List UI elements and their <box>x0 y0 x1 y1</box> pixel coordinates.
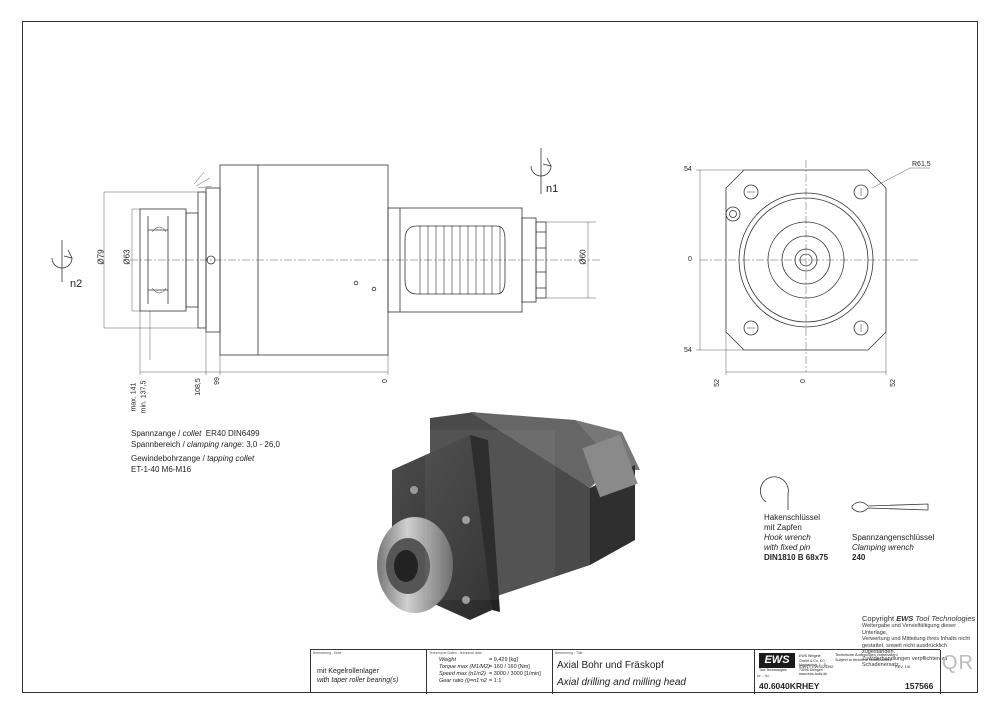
title-cell: Benennung - Title Axial Bohr und Fräskop… <box>553 650 755 694</box>
n2-label: n2 <box>70 278 83 290</box>
dim-d63: Ø63 <box>122 249 132 265</box>
front-dimensions <box>696 167 930 375</box>
spline-teeth <box>419 226 501 294</box>
company-address: EWS Weigele GmbH & Co. KG · Maybachstr. … <box>799 654 828 676</box>
copyright-notice: Copyright EWS Tool Technologies Weiterga… <box>862 614 976 668</box>
bolt-holes <box>743 184 869 336</box>
dim-108: 108,5 <box>194 378 202 396</box>
n1-rotation-symbol <box>530 148 552 194</box>
dim-54-bot: 54 <box>684 347 692 354</box>
ident-field: IDENT: EWS024392 <box>799 665 834 669</box>
drawing-frame <box>22 21 978 693</box>
qr-placeholder: QR <box>942 652 974 674</box>
dim-52-right: 52 <box>889 379 897 387</box>
dim-d79: Ø79 <box>96 249 106 265</box>
clamping-wrench-label: Spannzangenschlüssel Clamping wrench 240 <box>852 533 935 562</box>
remark-cell: Bemerkung - Note mit Kegelrollenlager wi… <box>311 650 427 694</box>
dim-min: min. 137,5 <box>140 380 148 414</box>
title-en: Axial drilling and milling head <box>557 677 686 688</box>
dim-0-x: 0 <box>799 379 807 383</box>
article-number: 157566 <box>905 681 934 691</box>
changes-note: Technische Änderungen vorbehalten! Subje… <box>835 653 898 662</box>
dim-54-top: 54 <box>684 166 692 173</box>
hook-wrench-label: Hakenschlüssel mit Zapfen Hook wrench wi… <box>764 513 829 562</box>
dim-0-mid: 0 <box>688 256 692 263</box>
wrench-icons <box>760 476 929 513</box>
n1-label: n1 <box>546 183 559 195</box>
n2-rotation-symbol <box>51 240 73 282</box>
tech-data-cell: Technische Daten - technical data Weight… <box>427 650 553 694</box>
company-cell: EWS Tool Technologies EWS Weigele GmbH &… <box>755 650 941 694</box>
dim-d60: Ø60 <box>578 249 588 265</box>
title-de: Axial Bohr und Fräskopf <box>557 660 664 671</box>
ews-logo: EWS <box>759 653 795 668</box>
hook-wrench-icon <box>760 476 789 510</box>
remark-en: with taper roller bearing(s) <box>317 677 399 684</box>
side-view <box>51 148 600 375</box>
dim-max: max. 141 <box>130 382 138 412</box>
tech-data: Weight= 9,429 [kg] Torque max (M1/M2)= 1… <box>439 657 541 684</box>
rev-field: REV. 1/8 <box>895 665 910 669</box>
dim-0-left: 0 <box>381 379 389 383</box>
clamping-wrench-icon <box>851 501 929 513</box>
iso-render <box>377 412 640 620</box>
part-number: 40.6040KRHEY <box>759 681 820 691</box>
remark-de: mit Kegelrollenlager <box>317 668 379 675</box>
logo-subtitle: Tool Technologies <box>759 668 787 672</box>
collet-note: Spannzange / collet ER40 DIN6499 Spannbe… <box>131 429 280 474</box>
dim-52-left: 52 <box>713 379 721 387</box>
dim-radius: R61,5 <box>912 161 931 168</box>
dimension-lines <box>103 191 596 375</box>
dim-99: 99 <box>213 377 221 385</box>
title-block: Bemerkung - Note mit Kegelrollenlager wi… <box>310 649 941 694</box>
front-view <box>696 160 930 375</box>
